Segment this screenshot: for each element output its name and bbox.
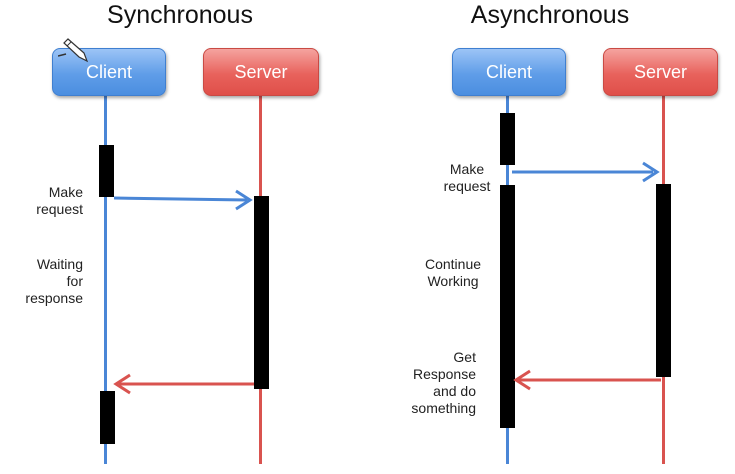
note-continue-working: Continue Working [424, 256, 482, 289]
note-waiting-for-response: Waiting for response [25, 256, 83, 306]
note-make-request: Make request [443, 161, 491, 194]
diagram-title: Synchronous [107, 1, 253, 29]
note-get-response: Get Response and do something [411, 349, 476, 416]
client-lifeline [104, 94, 107, 464]
client-activation-bar [500, 185, 515, 428]
synchronous-diagram: Synchronous Client Server Make request W… [0, 0, 360, 474]
client-box: Client [452, 48, 566, 96]
diagram-title: Asynchronous [470, 1, 630, 29]
client-activation-bar [100, 391, 115, 444]
request-arrow [113, 189, 253, 211]
note-make-request: Make request [36, 184, 83, 217]
response-arrow [113, 373, 254, 395]
client-activation-bar [99, 145, 114, 197]
pencil-icon [58, 38, 89, 63]
server-activation-bar [254, 196, 269, 389]
request-arrow [512, 161, 660, 183]
response-arrow [513, 369, 661, 391]
server-box: Server [203, 48, 319, 96]
server-activation-bar [656, 184, 671, 377]
asynchronous-diagram: Asynchronous Client Server Make request … [365, 0, 735, 474]
client-activation-bar [500, 113, 515, 165]
client-box: Client [52, 48, 166, 96]
server-box: Server [603, 48, 718, 96]
